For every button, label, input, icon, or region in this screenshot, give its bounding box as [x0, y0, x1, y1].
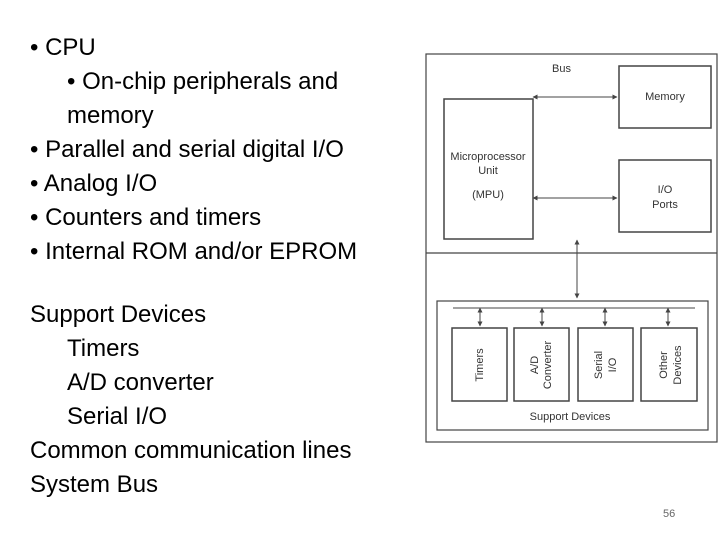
support-devices-label: Support Devices	[530, 411, 611, 423]
mpu-box	[443, 98, 534, 240]
memory-box	[618, 65, 712, 129]
serial-box	[577, 327, 634, 402]
support-heading: Support Devices	[30, 301, 207, 328]
other-devices-box	[640, 327, 698, 402]
other-label-line1: Other	[658, 351, 670, 379]
support-timers: Timers	[67, 335, 140, 362]
serial-label-line2: I/O	[607, 357, 619, 372]
mpu-label-line1: Microprocessor	[450, 151, 526, 163]
serial-label-line1: Serial	[593, 351, 605, 379]
adc-box	[513, 327, 570, 402]
support-system-bus: System Bus	[30, 471, 159, 498]
bullet-cpu: • CPU	[30, 34, 96, 61]
io-ports-label-line1: I/O	[658, 184, 673, 196]
bullet-analog: • Analog I/O	[30, 170, 158, 197]
feature-list: • CPU • On-chip peripherals and memory •…	[30, 31, 357, 269]
bullet-counters: • Counters and timers	[30, 204, 262, 231]
support-devices-frame	[436, 300, 709, 431]
bullet-onchip-line1: • On-chip peripherals and	[67, 68, 339, 95]
page-number: 56	[663, 508, 676, 520]
timers-label: Timers	[474, 348, 486, 382]
mpu-label-line2: Unit	[478, 165, 498, 177]
other-label-line2: Devices	[672, 345, 684, 385]
io-ports-box	[618, 159, 712, 233]
support-adc: A/D converter	[67, 369, 214, 396]
timers-box	[451, 327, 508, 402]
bullet-rom: • Internal ROM and/or EPROM	[30, 238, 358, 265]
support-serial: Serial I/O	[67, 403, 168, 430]
mpu-label-line3: (MPU)	[472, 189, 504, 201]
support-list: Support Devices Timers A/D converter Ser…	[30, 298, 351, 502]
support-common-lines: Common communication lines	[30, 437, 352, 464]
memory-label: Memory	[645, 91, 685, 103]
bullet-onchip-line2: memory	[67, 102, 154, 129]
bus-label: Bus	[552, 63, 571, 75]
bullet-parallel-serial: • Parallel and serial digital I/O	[30, 136, 344, 163]
diagram-frame	[425, 53, 718, 443]
adc-label-line2: Converter	[542, 341, 554, 390]
io-ports-label-line2: Ports	[652, 199, 678, 211]
adc-label-line1: A/D	[529, 356, 541, 374]
